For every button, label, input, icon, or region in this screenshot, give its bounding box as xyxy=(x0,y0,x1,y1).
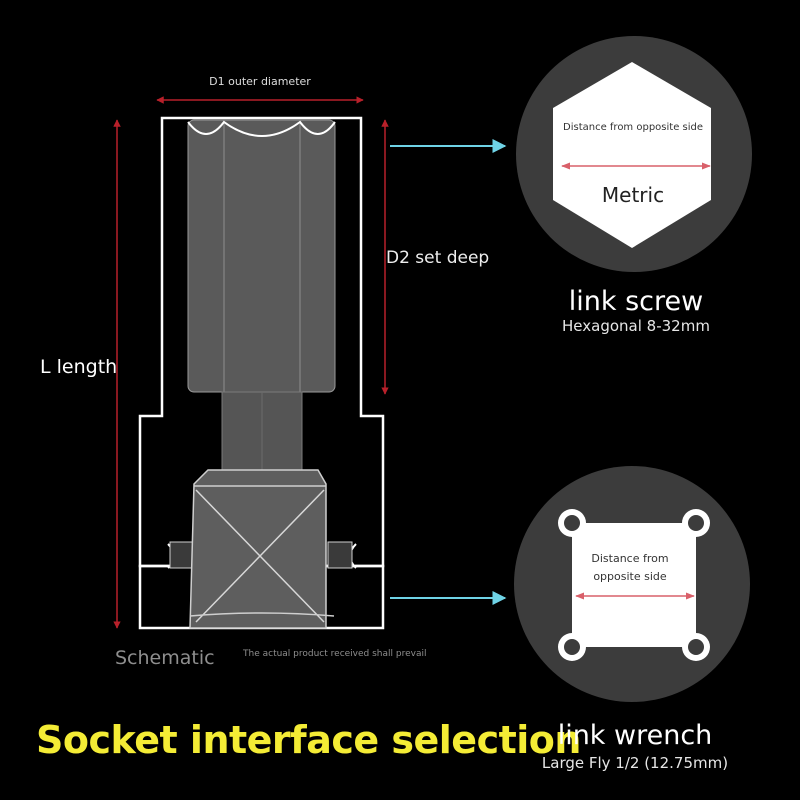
drive-cross xyxy=(195,489,325,623)
square-corner-hole xyxy=(564,639,580,655)
wrench-title: link wrench xyxy=(557,720,713,751)
disclaimer-note: The actual product received shall prevai… xyxy=(243,649,427,659)
bore-top-scallops xyxy=(187,120,336,137)
page-title: Socket interface selection xyxy=(36,718,581,762)
hexagon-shape xyxy=(553,62,711,248)
square-corner-hole xyxy=(688,515,704,531)
metric-label: Metric xyxy=(601,183,665,207)
square-corner-hole xyxy=(688,639,704,655)
hex-distance-label: Distance from opposite side xyxy=(563,122,704,133)
square-distance-label: Distance from opposite side xyxy=(591,552,669,583)
screw-spec: Hexagonal 8-32mm xyxy=(562,317,710,335)
wrench-spec: Large Fly 1/2 (12.75mm) xyxy=(541,754,729,772)
length-label: L length xyxy=(40,356,118,378)
square-drive xyxy=(189,469,327,629)
screw-title: link screw xyxy=(568,286,704,317)
d2-label: D2 set deep xyxy=(386,248,490,268)
drive-bottom-curve xyxy=(189,612,335,617)
groove-left-band xyxy=(169,541,195,569)
inner-bore xyxy=(187,119,336,393)
schematic-label: Schematic xyxy=(115,647,215,669)
d1-label: D1 outer diameter xyxy=(209,75,311,88)
groove-right-band xyxy=(327,541,353,569)
square-corner-hole xyxy=(564,515,580,531)
square-shape xyxy=(572,523,696,647)
